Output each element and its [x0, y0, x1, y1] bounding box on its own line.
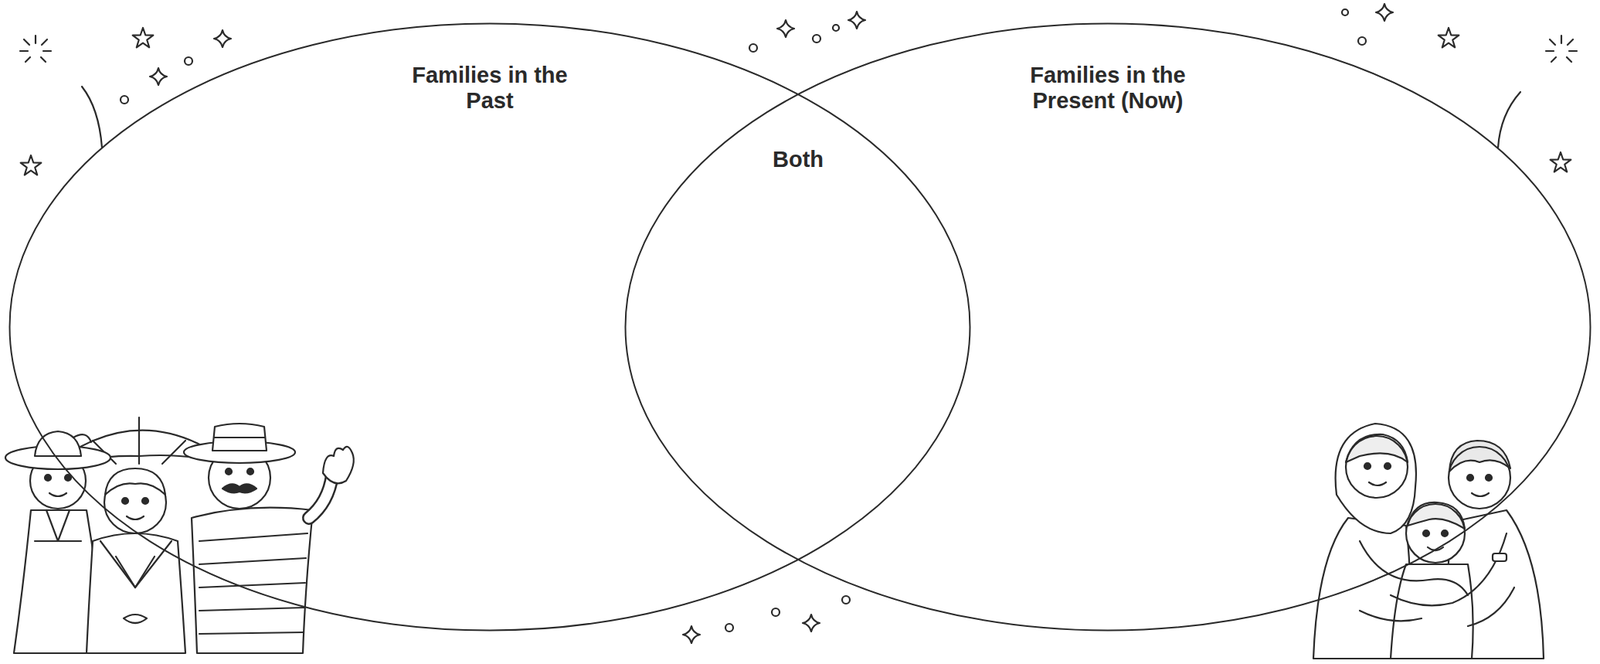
small-circle [1341, 9, 1349, 16]
present-family-illustration [1423, 529, 1430, 537]
sparkle [214, 30, 231, 48]
firework [20, 35, 1577, 148]
firework [1567, 39, 1573, 45]
firework [1498, 91, 1521, 148]
present-family-illustration [1407, 502, 1465, 529]
past-family-illustration [86, 533, 186, 653]
firework [25, 57, 31, 62]
venn-outline [10, 23, 971, 631]
past-family-illustration [105, 468, 166, 495]
small-circle [749, 44, 758, 52]
small-circle [842, 595, 850, 604]
star [1438, 27, 1460, 48]
firework [34, 35, 37, 44]
past-family-illustration [115, 556, 155, 588]
sparkle [682, 625, 700, 643]
past-family-illustration [199, 533, 308, 634]
small-circle [120, 95, 129, 104]
small-circle [832, 24, 840, 31]
past-family-illustration [49, 492, 67, 496]
firework [1551, 57, 1556, 62]
past-family-illustration [44, 474, 51, 481]
past-family-illustration [73, 434, 92, 442]
past-family-illustration [214, 436, 265, 439]
present-family-illustration [1449, 440, 1511, 472]
firework [1545, 35, 1577, 62]
past-family-illustration [322, 446, 354, 484]
present-family-illustration [1364, 462, 1371, 469]
past-family-illustration [122, 497, 129, 504]
present-family-illustration [1313, 423, 1544, 659]
firework [1566, 57, 1572, 62]
present-family-illustration [1345, 434, 1408, 462]
sparkle [149, 67, 167, 85]
firework [1569, 50, 1577, 52]
sparkle [149, 3, 1393, 643]
firework [20, 50, 28, 52]
past-family-illustration [222, 483, 257, 493]
firework [20, 35, 51, 62]
past-family-illustration [142, 497, 149, 504]
small-circle [1358, 37, 1366, 45]
star [20, 27, 1572, 175]
sparkle [1375, 3, 1393, 21]
region-label: Both [772, 146, 824, 173]
past-family-illustration [212, 423, 267, 451]
present-family-illustration [1467, 474, 1474, 481]
past-family-illustration [123, 614, 147, 623]
star [20, 155, 42, 175]
present-family-illustration [1492, 553, 1507, 561]
label-holder: Both [772, 146, 824, 173]
firework [1545, 50, 1554, 52]
present-family-illustration [1467, 587, 1515, 626]
past-family-illustration [34, 509, 82, 541]
present-family-illustration [1471, 492, 1489, 496]
present-family-illustration [1441, 529, 1448, 537]
present-family-illustration [1390, 563, 1474, 659]
firework [40, 57, 46, 62]
star [1550, 152, 1572, 172]
circle-heading: Families in the Past [407, 62, 574, 115]
present-family-illustration [1390, 533, 1507, 605]
past-family-illustration [225, 468, 232, 475]
venn-outline [8, 22, 972, 632]
small-circle [771, 608, 780, 616]
past-family-illustration [247, 468, 254, 475]
firework [41, 39, 48, 45]
firework [81, 86, 102, 148]
sparkle [777, 20, 795, 38]
small-circle [184, 57, 193, 65]
star [132, 27, 154, 48]
firework [1560, 35, 1563, 44]
sparkle [848, 11, 866, 29]
firework [1549, 39, 1556, 45]
present-family-illustration [1369, 482, 1386, 486]
venn-outline [625, 23, 1591, 631]
past-family-illustration [309, 475, 333, 518]
small-circle [725, 623, 734, 632]
present-family-illustration [1359, 610, 1422, 621]
present-family-illustration [1485, 474, 1492, 481]
past-family-illustration [126, 516, 144, 520]
firework [43, 50, 51, 52]
venn-circle: Families in the Present (Now) [624, 22, 1592, 632]
venn-circle: Families in the Past [8, 22, 972, 632]
circle-heading: Families in the Present (Now) [1011, 62, 1205, 115]
past-family-illustration [191, 507, 313, 653]
venn-outline [624, 22, 1592, 632]
past-family-illustration [5, 417, 354, 653]
present-family-illustration [1384, 462, 1391, 469]
sparkle [802, 614, 820, 632]
present-family-illustration [1335, 423, 1417, 534]
firework [23, 39, 30, 45]
past-family-illustration [309, 475, 333, 518]
present-family-illustration [1359, 540, 1468, 595]
small-circle [812, 34, 821, 43]
